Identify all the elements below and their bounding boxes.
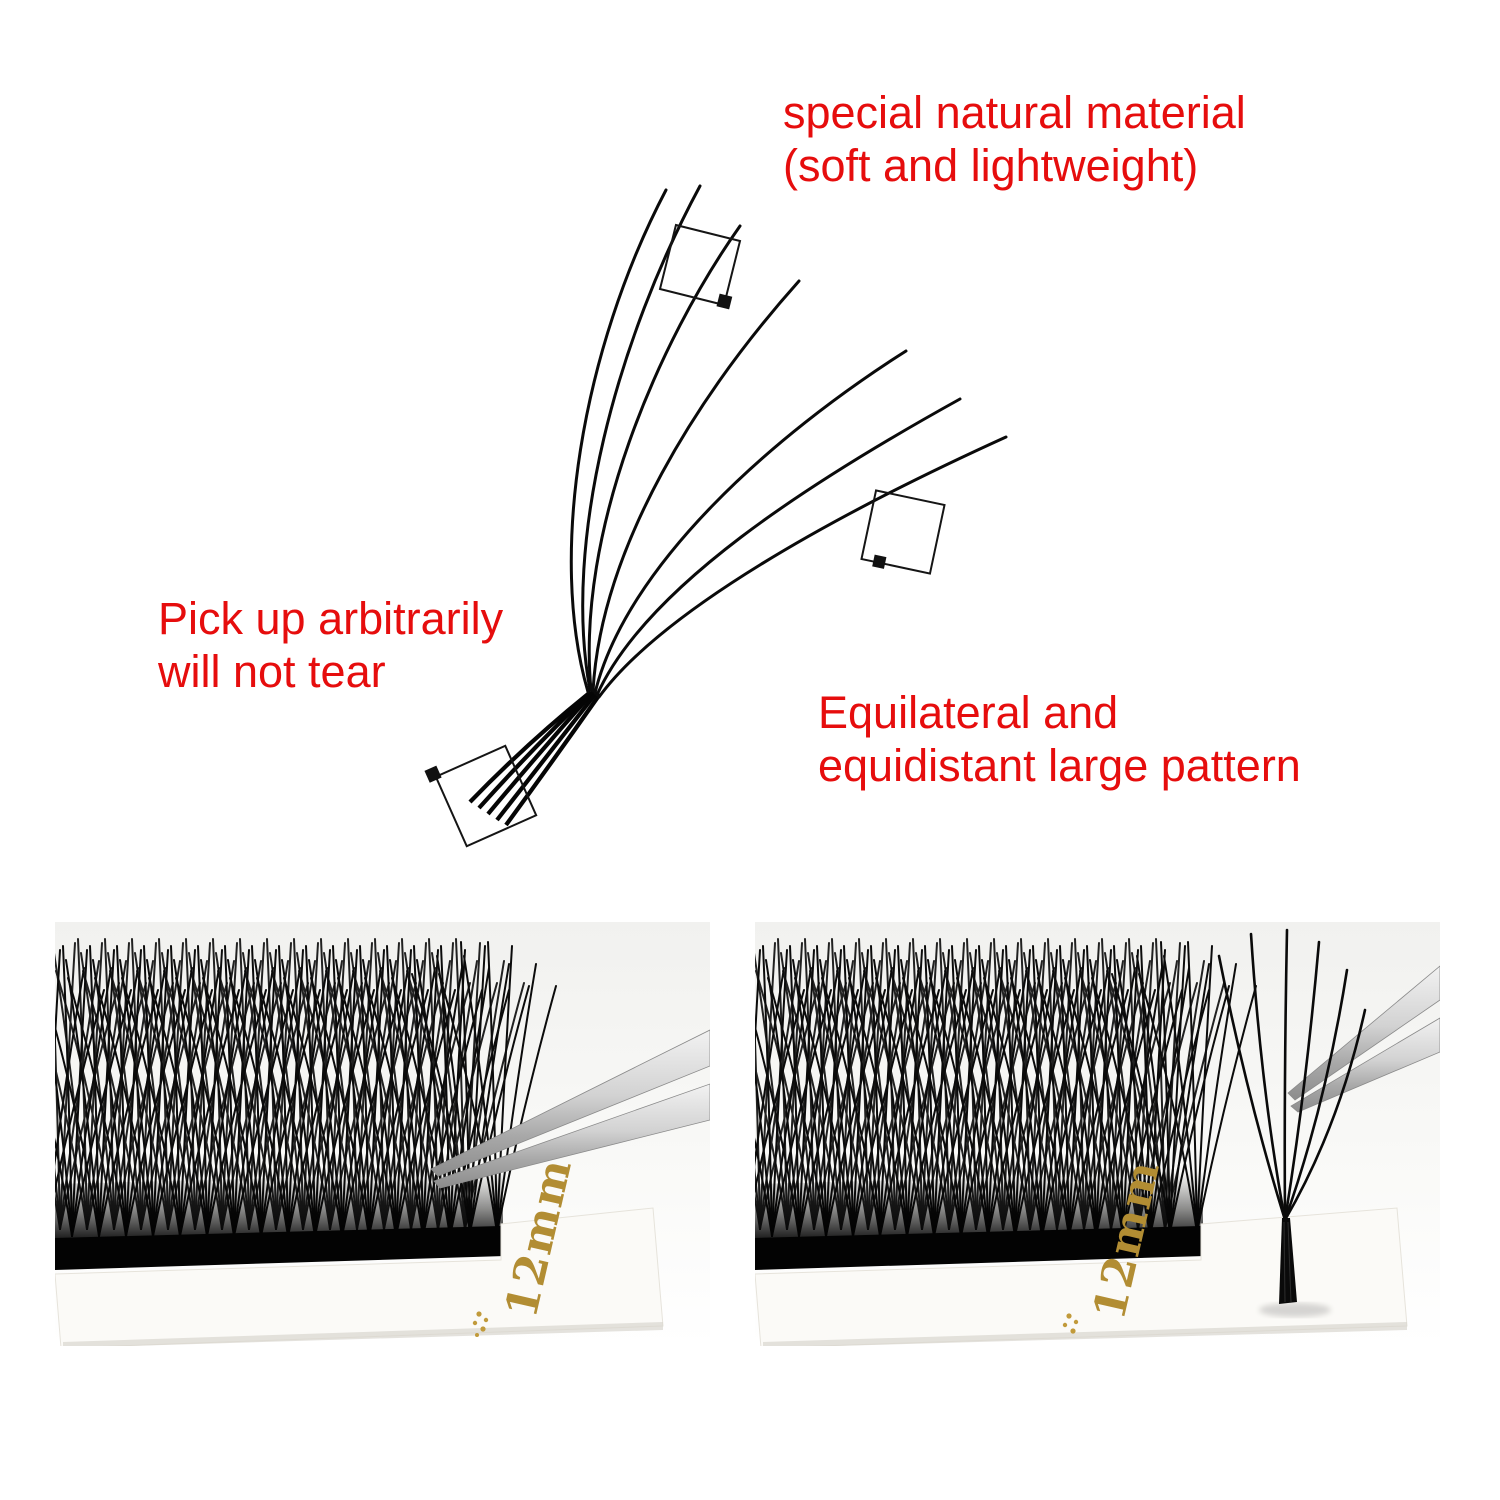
lash-tray-right-graphic: 12mm — [755, 928, 1440, 1346]
lash-root-shading — [755, 1172, 1203, 1240]
isolated-fan — [1217, 928, 1367, 1317]
annotation-pattern-line1: Equilateral and — [818, 687, 1119, 738]
lash-band — [55, 1226, 505, 1270]
tape-shadow — [63, 1322, 663, 1346]
lash-strip — [55, 939, 556, 1270]
annotation-material-line1: special natural material — [783, 87, 1246, 138]
zoom-marker-tip — [658, 223, 742, 310]
marker-handle-icon — [424, 765, 442, 783]
tweezers — [1287, 965, 1440, 1113]
gold-dots-icon — [472, 1311, 489, 1337]
fan-fibers — [569, 184, 1008, 699]
tweezers — [430, 1029, 710, 1189]
lash-fan-illustration — [424, 184, 1008, 848]
marker-handle-icon — [872, 554, 887, 569]
annotation-pattern-line2: equidistant large pattern — [818, 740, 1301, 792]
annotation-pickup-line1: Pick up arbitrarily — [158, 593, 504, 644]
tweezer-prong-upper — [430, 1029, 710, 1177]
tweezer-prong-lower — [1290, 1017, 1440, 1113]
fan-shadow — [1259, 1303, 1331, 1317]
tweezer-prong-upper — [1287, 965, 1440, 1101]
fan-stem — [1279, 1218, 1297, 1304]
tape-shadow — [763, 1322, 1407, 1346]
zoom-marker-middle — [860, 489, 946, 575]
annotation-material: special natural material (soft and light… — [783, 86, 1246, 192]
zoom-marker-base — [424, 744, 538, 848]
fan-fibers — [1217, 928, 1367, 1222]
lash-tray-left-graphic: 12mm — [55, 922, 710, 1346]
annotation-pickup: Pick up arbitrarily will not tear — [158, 592, 503, 698]
gold-dots-icon — [1062, 1313, 1079, 1334]
paper-tape — [755, 1207, 1408, 1346]
paper-tape — [55, 1207, 664, 1346]
lash-root-shading — [55, 1172, 503, 1240]
lash-band — [755, 1226, 1205, 1270]
photo-lash-tray-right: 12mm — [755, 922, 1440, 1346]
fan-stem-ridges — [1283, 1221, 1292, 1303]
tweezer-prong-lower — [433, 1083, 710, 1189]
lash-fan-sketch — [468, 184, 1008, 827]
annotation-pattern: Equilateral and equidistant large patter… — [818, 686, 1301, 792]
photo-lash-tray-left: 12mm — [55, 922, 710, 1346]
fan-stem-bundle — [468, 689, 602, 827]
annotation-material-line2: (soft and lightweight) — [783, 140, 1199, 192]
lash-strip — [755, 939, 1256, 1270]
annotation-pickup-line2: will not tear — [158, 646, 386, 698]
marker-handle-icon — [716, 293, 733, 310]
